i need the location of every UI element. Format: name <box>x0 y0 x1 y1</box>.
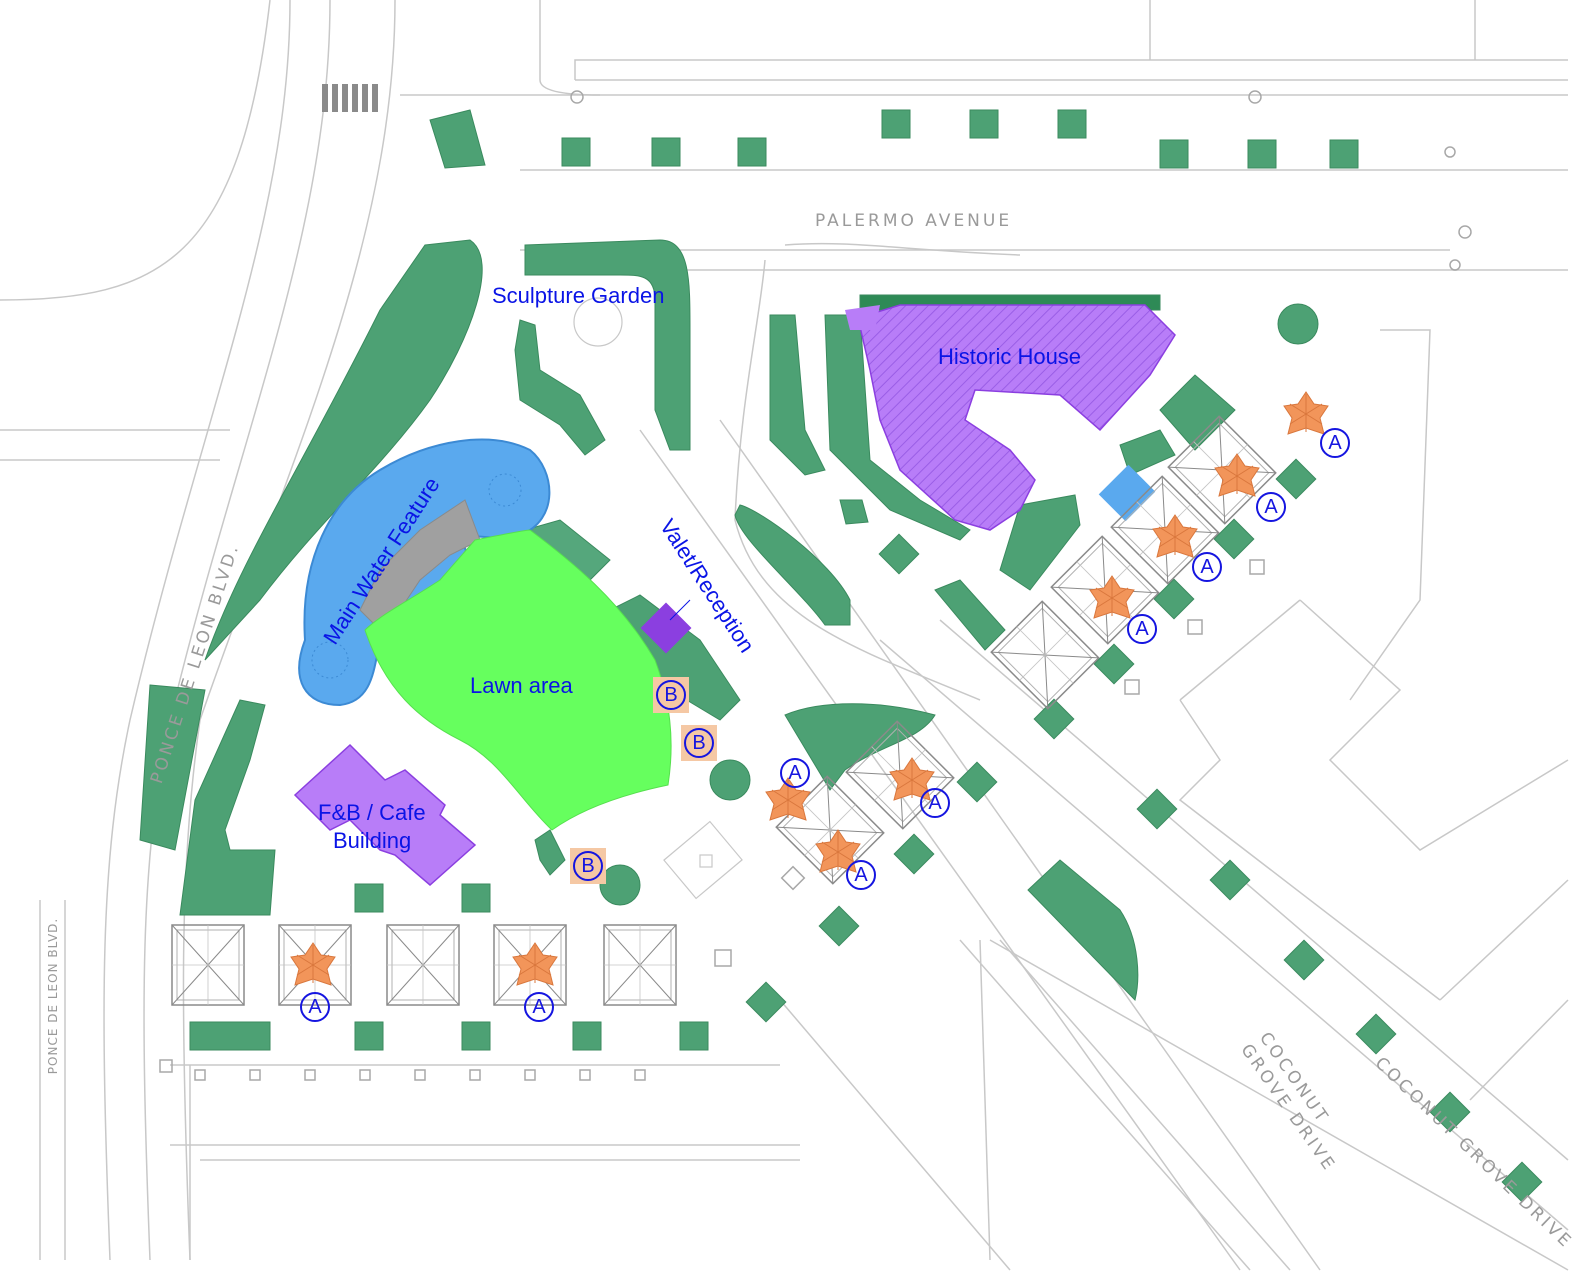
lawn-area-shape <box>364 529 672 831</box>
plaza-details <box>573 297 743 900</box>
planting-beds <box>139 109 1543 1203</box>
marker-b: B <box>684 728 714 758</box>
crosswalk <box>322 84 378 112</box>
palermo-avenue-label: PALERMO AVENUE <box>815 211 1013 231</box>
historic-house-wing <box>845 305 880 330</box>
misc-details <box>159 90 1472 1081</box>
marker-a: A <box>524 992 554 1022</box>
marker-b: B <box>656 680 686 710</box>
fb-cafe-building-shape <box>293 743 477 886</box>
marker-b: B <box>573 851 603 881</box>
fb-cafe-label-line2: Building <box>333 828 412 853</box>
valet-kiosk-shape <box>640 602 692 654</box>
lawn-area-label: Lawn area <box>470 673 573 698</box>
marker-a: A <box>1127 614 1157 644</box>
road-linework <box>0 0 1569 1271</box>
valet-pointer <box>669 599 691 621</box>
fb-cafe-label-line1: F&B / Cafe <box>318 800 426 825</box>
marker-a: A <box>780 758 810 788</box>
marker-a: A <box>1320 428 1350 458</box>
marker-a: A <box>1192 552 1222 582</box>
historic-house-shape <box>857 304 1176 531</box>
historic-house-label: Historic House <box>938 344 1082 369</box>
sculpture-garden-label: Sculpture Garden <box>492 283 665 308</box>
marker-a: A <box>300 992 330 1022</box>
marker-a: A <box>846 860 876 890</box>
ponce-de-leon-small-label: PONCE DE LEON BLVD. <box>46 917 61 1075</box>
marker-a: A <box>920 788 950 818</box>
marker-a: A <box>1256 492 1286 522</box>
blue-feature-shape <box>1098 464 1156 522</box>
